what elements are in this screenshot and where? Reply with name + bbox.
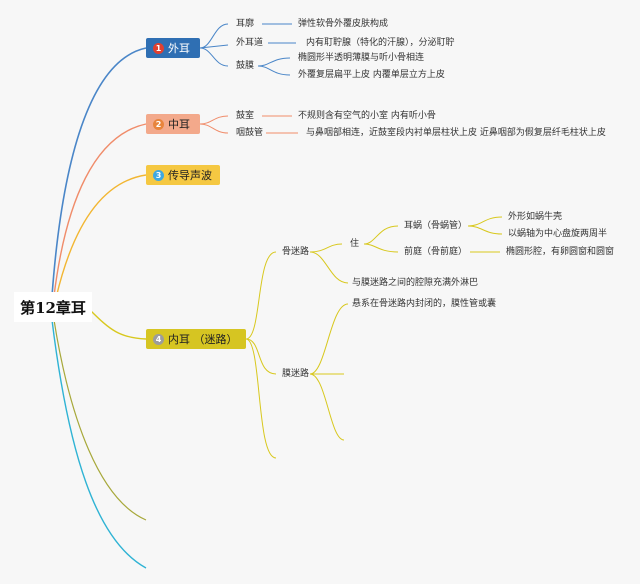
branch-middle: [53, 123, 147, 297]
node-cochlea-desc-1[interactable]: 外形如蜗牛壳: [508, 212, 563, 222]
topic-label: 中耳: [168, 118, 190, 131]
node-vestibule-desc[interactable]: 椭圆形腔，有卵圆窗和圆窗: [506, 247, 615, 257]
node-tympanic-cavity[interactable]: 鼓室: [236, 111, 255, 121]
branch-extra-cyan: [51, 319, 147, 569]
node-eustachian-tube[interactable]: 咽鼓管: [236, 128, 264, 138]
node-tympanic-membrane[interactable]: 鼓膜: [236, 61, 255, 71]
topic-sound-conduction[interactable]: 3 传导声波: [146, 165, 220, 185]
node-ear-canal[interactable]: 外耳道: [236, 38, 264, 48]
branch-sound: [55, 174, 147, 299]
root-node[interactable]: 第12章耳: [14, 292, 92, 322]
node-tube-desc[interactable]: 与鼻咽部相连，近鼓室段内衬单层柱状上皮 近鼻咽部为假复层纤毛柱状上皮: [306, 128, 606, 138]
topic-label: 传导声波: [168, 169, 212, 182]
topic-middle-ear[interactable]: 2 中耳: [146, 114, 200, 134]
branch-inner: [89, 309, 147, 340]
node-cochlea-desc-2[interactable]: 以蜗轴为中心盘旋两周半: [508, 229, 608, 239]
topic-label: 外耳: [168, 42, 190, 55]
node-vestibule[interactable]: 前庭（骨前庭）: [404, 247, 468, 257]
badge-2-icon: 2: [153, 118, 164, 130]
branch-outer: [51, 47, 147, 297]
node-membranous-desc[interactable]: 悬系在骨迷路内封闭的，膜性管或囊: [352, 299, 497, 309]
node-tympanum-desc-1[interactable]: 椭圆形半透明薄膜与听小骨相连: [298, 53, 425, 63]
badge-3-icon: 3: [153, 169, 164, 181]
node-perilymph[interactable]: 与膜迷路之间的腔隙充满外淋巴: [352, 278, 479, 288]
node-tympanum-desc-2[interactable]: 外覆复层扁平上皮 内覆单层立方上皮: [298, 70, 445, 80]
badge-1-icon: 1: [153, 42, 164, 54]
topic-label: 内耳 （迷路）: [168, 333, 238, 346]
badge-4-icon: 4: [153, 333, 164, 345]
node-cavity-desc[interactable]: 不规则含有空气的小室 内有听小骨: [298, 111, 436, 121]
node-ear-canal-desc[interactable]: 内有耵聍腺（特化的汗腺），分泌耵聍: [306, 38, 455, 48]
topic-inner-ear[interactable]: 4 内耳 （迷路）: [146, 329, 246, 349]
branch-extra-olive: [53, 319, 147, 521]
node-membranous-labyrinth[interactable]: 膜迷路: [282, 369, 310, 379]
node-auricle-desc[interactable]: 弹性软骨外覆皮肤构成: [298, 19, 389, 29]
node-bony-labyrinth[interactable]: 骨迷路: [282, 247, 310, 257]
topic-outer-ear[interactable]: 1 外耳: [146, 38, 200, 58]
node-cochlea[interactable]: 耳蜗（骨蜗管）: [404, 221, 468, 231]
node-auricle[interactable]: 耳廓: [236, 19, 255, 29]
node-bony-sub[interactable]: 住: [350, 239, 360, 249]
